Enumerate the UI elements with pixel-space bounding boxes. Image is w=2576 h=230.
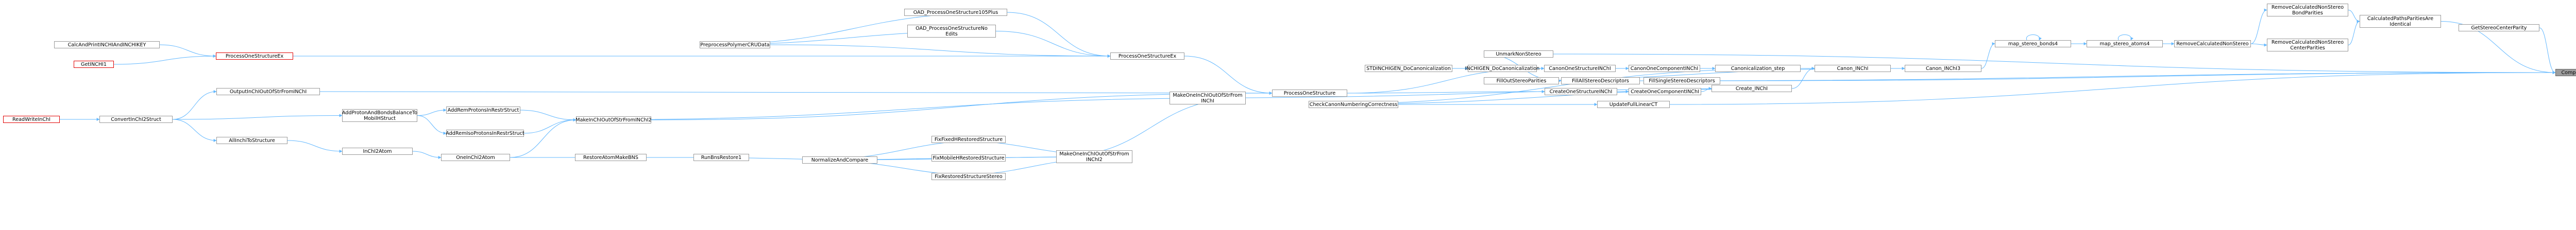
edge-n34-n35 — [412, 151, 442, 159]
edge-n23-n25 — [159, 44, 216, 58]
edge-n30-n29 — [520, 110, 577, 121]
node-updatefulllinearct[interactable]: UpdateFullLinearCT — [1597, 101, 1670, 108]
edge-n21-n19 — [995, 31, 1111, 58]
node-createonecomponentinchi[interactable]: CreateOneComponentINChI — [1629, 88, 1701, 95]
node-filloutstereoparities[interactable]: FillOutStereoParities — [1484, 77, 1559, 84]
node-makeoneinchioutofstrfrominchi2[interactable]: MakeOneInChIOutOfStrFrom INChI2 — [1056, 150, 1132, 163]
node-map-stereo-atoms4[interactable]: map_stereo_atoms4 — [2087, 40, 2163, 47]
edge-n8-n7 — [1981, 42, 1995, 69]
node-getinchi1[interactable]: GetINCHI1 — [74, 61, 114, 68]
node-getstereocenterparity[interactable]: GetStereoCenterParity — [2459, 24, 2539, 31]
edge-n43-n42 — [1056, 98, 1246, 158]
node-restoreatommakebns[interactable]: RestoreAtomMakeBNS — [575, 154, 647, 161]
node-addremprotonsinrestrstruct[interactable]: AddRemProtonsInRestrStruct — [446, 107, 520, 114]
edge-n24-n25 — [113, 55, 216, 65]
edge-n26-n18 — [319, 91, 1273, 95]
node-outputinchioutofstrfrominchi[interactable]: OutputInChIOutOfStrFromINChI — [216, 88, 320, 95]
node-fixrestoredstructurestereo[interactable]: FixRestoredStructureStereo — [931, 173, 1006, 180]
node-processonestructure[interactable]: ProcessOneStructure — [1272, 90, 1347, 97]
edge-n29-n18 — [651, 92, 1273, 120]
node-processonestructureex[interactable]: ProcessOneStructureEx — [216, 52, 293, 60]
edge-n27-n31 — [172, 114, 343, 120]
edge-n1-n0 — [2539, 27, 2556, 74]
node-fillallstereodescriptors[interactable]: FillAllStereoDescriptors — [1561, 77, 1640, 84]
node-removecalculatednonstereo[interactable]: RemoveCalculatedNonStereo — [2174, 40, 2251, 47]
node-fixfixedhrestoredstructure[interactable]: FixFixedHRestoredStructure — [931, 136, 1006, 143]
node-calculatedpathsparitiesareidentical[interactable]: CalculatedPathsParitiesAre Identical — [2360, 15, 2441, 28]
edge-n32-n29 — [523, 118, 577, 134]
node-convertinchi2struct[interactable]: ConvertInChI2Struct — [99, 116, 173, 123]
node-oad-processonestructurenoedits[interactable]: OAD_ProcessOneStructureNo Edits — [907, 25, 996, 38]
node-fixmobilehrestoredstructure[interactable]: FixMobileHRestoredStructure — [931, 154, 1006, 162]
node-stdinchigen-docanonicalization[interactable]: STDINCHIGEN_DoCanonicalization — [1365, 65, 1452, 72]
node-unmarknonstereo[interactable]: UnmarkNonStereo — [1484, 50, 1553, 58]
node-oneinchi2atom[interactable]: OneInChI2Atom — [441, 154, 510, 161]
node-makeoneinchioutofstrfrominchi[interactable]: MakeOneInChIOutOfStrFrom INChI — [1170, 92, 1246, 104]
edge-n3-n2 — [2348, 10, 2360, 23]
node-calcandprintinchiandinchikey[interactable]: CalcAndPrintINCHIAndINCHIKEY — [54, 41, 160, 48]
node-checkcanonnumberingcorrectness[interactable]: CheckCanonNumberingCorrectness — [1309, 101, 1398, 108]
node-runbnsrestore1[interactable]: RunBnsRestore1 — [693, 154, 749, 161]
edge-n2-n0 — [2441, 21, 2556, 74]
edge-n45-n0 — [1669, 71, 2556, 105]
edge-n31-n32 — [417, 115, 447, 135]
edge-n31-n30 — [417, 109, 447, 116]
edge-n10-n44 — [1308, 68, 1801, 106]
node-inchi2atom[interactable]: InChI2Atom — [342, 148, 413, 155]
edge-n19-n18 — [1184, 56, 1273, 95]
edge-n6-n6 — [2117, 34, 2133, 41]
node-compneighborsat-number[interactable]: CompNeighborsAT_NUMBER — [2555, 69, 2576, 76]
node-inchigen-docanonicalization[interactable]: INCHIGEN_DoCanonicalization — [1465, 65, 1540, 72]
node-canon-inchi3[interactable]: Canon_INChI3 — [1905, 65, 1981, 72]
node-fillsinglestereodescriptors[interactable]: FillSingleStereoDescriptors — [1643, 77, 1720, 84]
edge-n43-n29 — [575, 98, 1246, 121]
edge-n5-n4 — [2250, 43, 2267, 47]
edge-n18-n17 — [1347, 90, 1545, 94]
node-removecalculatednonstereobondparities[interactable]: RemoveCalculatedNonStereo BondParities — [2267, 4, 2348, 16]
edge-n49-n0 — [1720, 71, 2556, 81]
edge-n5-n3 — [2250, 8, 2267, 44]
node-removecalculatednonstereocenterparities[interactable]: RemoveCalculatedNonStereo CenterParities — [2267, 39, 2348, 51]
edge-n7-n7 — [2026, 34, 2042, 41]
edge-n35-n29 — [510, 118, 577, 158]
edge-n27-n26 — [172, 90, 217, 120]
node-processonestructureex[interactable]: ProcessOneStructureEx — [1110, 52, 1184, 60]
node-preprocesspolymercrudata[interactable]: PreprocessPolymerCRUData — [700, 41, 770, 48]
node-oad-processonestructure105plus[interactable]: OAD_ProcessOneStructure105Plus — [904, 9, 1007, 16]
node-canon-inchi[interactable]: Canon_INChI — [1815, 65, 1891, 72]
edge-n46-n0 — [1553, 54, 2556, 74]
edge-n27-n33 — [172, 119, 217, 142]
node-addremisoprotonsinrestrstruct[interactable]: AddRemIsoProtonsInRestrStruct — [446, 130, 524, 137]
node-create-inchi[interactable]: Create_INChI — [1711, 85, 1792, 92]
node-normalizeandcompare[interactable]: NormalizeAndCompare — [802, 156, 877, 164]
node-canononecomponentinchi[interactable]: CanonOneComponentINChI — [1629, 65, 1700, 72]
edge-n22-n19 — [770, 44, 1111, 58]
node-map-stereo-bonds4[interactable]: map_stereo_bonds4 — [1995, 40, 2071, 47]
node-canononestructureinchi[interactable]: CanonOneStructureINChI — [1544, 65, 1616, 72]
node-allinchitostructure[interactable]: AllInchiToStructure — [216, 137, 287, 144]
node-createonestructureinchi[interactable]: CreateOneStructureINChI — [1545, 88, 1617, 95]
node-canonicalization-step[interactable]: Canonicalization_step — [1715, 65, 1801, 72]
edge-n4-n2 — [2348, 20, 2360, 45]
node-addprotonandbondsbalancetomobilhstruct[interactable]: AddProtonAndBondsBalanceTo MobilHStruct — [342, 109, 418, 122]
edge-n20-n19 — [1007, 12, 1111, 58]
node-readwriteinchi[interactable]: ReadWriteInChI — [3, 116, 60, 123]
edge-n33-n34 — [287, 140, 343, 153]
node-makeinchioutofstrfrominchi2[interactable]: MakeInChIOutOfStrFromINChI2 — [575, 116, 652, 123]
